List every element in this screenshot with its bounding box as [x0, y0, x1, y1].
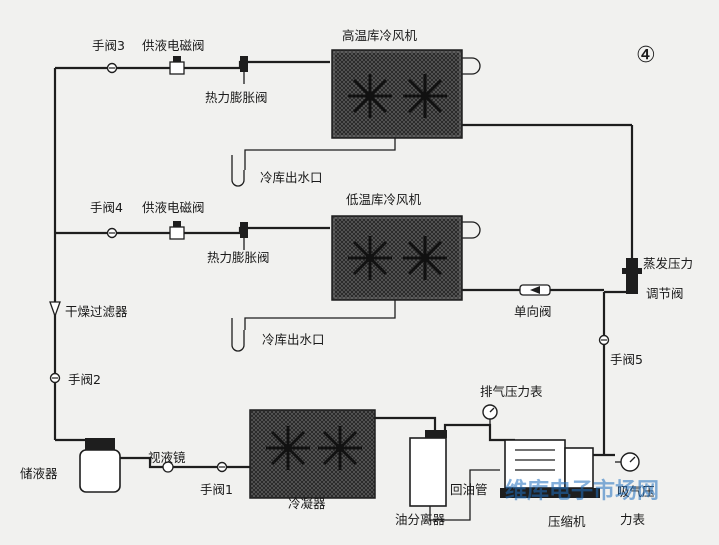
sight-glass-icon	[162, 461, 174, 473]
high-temp-fan-unit	[331, 49, 463, 139]
label-discharge-gauge: 排气压力表	[480, 384, 543, 399]
label-condenser: 冷凝器	[288, 496, 326, 511]
label-hand-valve-1: 手阀1	[200, 482, 233, 497]
hand-valve-4-icon	[106, 227, 118, 239]
label-dry-filter: 干燥过滤器	[65, 304, 128, 319]
label-sight-glass: 视液镜	[148, 450, 186, 465]
dry-filter-icon	[49, 301, 61, 318]
fan-icon	[401, 234, 449, 282]
receiver-tank	[79, 438, 121, 493]
label-thermal-expansion-mid: 热力膨胀阀	[207, 250, 270, 265]
hand-valve-3-icon	[106, 62, 118, 74]
label-receiver: 储液器	[20, 466, 58, 481]
figure-number: ④	[636, 43, 656, 68]
fan-icon	[346, 72, 394, 120]
suction-gauge-icon	[615, 452, 640, 472]
hand-valve-5-icon	[598, 334, 610, 346]
label-supply-solenoid-mid: 供液电磁阀	[142, 200, 205, 215]
label-evap-pressure-reg-1: 蒸发压力	[643, 256, 693, 271]
label-compressor: 压缩机	[548, 514, 586, 529]
pipe-network	[53, 57, 634, 521]
label-hand-valve-5: 手阀5	[610, 352, 643, 367]
label-drain-top: 冷库出水口	[260, 170, 323, 185]
label-high-temp-fan-unit: 高温库冷风机	[342, 28, 418, 43]
label-hand-valve-2: 手阀2	[68, 372, 101, 387]
expansion-valve-top-icon	[240, 56, 248, 84]
fan-icon	[316, 424, 364, 472]
fan-icon	[264, 424, 312, 472]
label-hand-valve-4: 手阀4	[90, 200, 123, 215]
compressor-unit	[500, 439, 600, 498]
label-evap-pressure-reg-2: 调节阀	[646, 286, 684, 301]
hand-valve-1-icon	[216, 461, 228, 473]
label-thermal-expansion-top: 热力膨胀阀	[205, 90, 268, 105]
label-low-temp-fan-unit: 低温库冷风机	[346, 192, 422, 207]
label-oil-separator: 油分离器	[395, 512, 446, 527]
fan-icon	[346, 234, 394, 282]
fan-icon	[401, 72, 449, 120]
solenoid-valve-mid-icon	[169, 221, 185, 240]
label-check-valve: 单向阀	[514, 304, 552, 319]
expansion-valve-mid-icon	[240, 222, 248, 250]
watermark: 维库电子市场网	[505, 478, 659, 504]
label-supply-solenoid-top: 供液电磁阀	[142, 38, 205, 53]
label-drain-mid: 冷库出水口	[262, 332, 325, 347]
evap-pressure-regulator-icon	[622, 258, 642, 294]
hand-valve-2-icon	[49, 372, 61, 384]
condenser-unit	[249, 409, 376, 499]
discharge-gauge-icon	[482, 404, 498, 425]
label-suction-gauge-2: 力表	[620, 512, 646, 527]
check-valve-icon	[519, 284, 551, 296]
label-hand-valve-3: 手阀3	[92, 38, 125, 53]
low-temp-fan-unit	[331, 215, 463, 301]
label-suction-gauge-1: 吸气压	[617, 484, 655, 499]
solenoid-valve-top-icon	[169, 56, 185, 75]
oil-separator-tank	[409, 430, 447, 507]
label-oil-return-pipe: 回油管	[450, 482, 488, 497]
